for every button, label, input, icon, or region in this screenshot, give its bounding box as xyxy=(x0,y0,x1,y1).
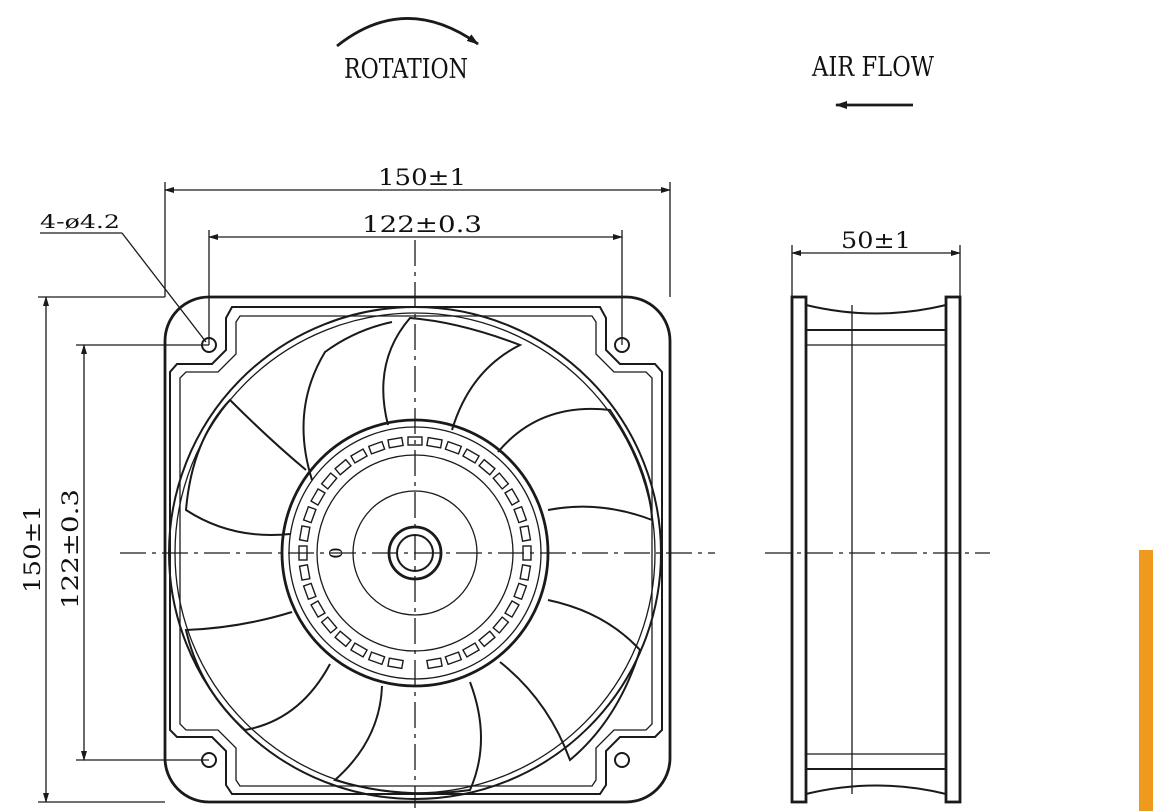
rotation-arrow-icon xyxy=(336,17,479,48)
accent-bar xyxy=(1139,550,1153,811)
hub-slot xyxy=(426,436,443,449)
hub-slot xyxy=(387,436,404,449)
hub-slot xyxy=(298,525,311,542)
hub-slot xyxy=(519,525,532,542)
hub-slot xyxy=(513,582,528,601)
frame-outline xyxy=(163,295,672,804)
airflow-label: AIR FLOW xyxy=(811,52,934,83)
dim-mount-holes-label: 4-ø4.2 xyxy=(40,211,120,233)
hub-slot xyxy=(310,599,326,619)
front-view: 0 150±1 122±0.3 4-ø4.2 150±1 122±0.3 xyxy=(21,166,715,808)
dim-overall-width-label: 150±1 xyxy=(378,166,466,191)
hub-slot xyxy=(513,505,528,524)
rotation-legend: ROTATION xyxy=(336,17,479,85)
rotation-label: ROTATION xyxy=(344,54,468,85)
hub-slot xyxy=(407,436,423,446)
hub-slot xyxy=(302,505,317,524)
hub-slot xyxy=(426,657,443,670)
hub-slot xyxy=(478,630,496,648)
hub-slot xyxy=(461,642,481,658)
hub-slots xyxy=(298,436,532,670)
fan-blades xyxy=(184,316,654,795)
hub-slot xyxy=(298,564,311,581)
hub-slot xyxy=(504,487,520,507)
dim-hole-spacing-height-label: 122±0.3 xyxy=(59,489,84,609)
hub-slot xyxy=(504,599,520,619)
hub-slot xyxy=(334,458,352,476)
hub-slot xyxy=(349,642,369,658)
hub-slot xyxy=(492,472,510,490)
hub-slot xyxy=(387,657,404,670)
hub-slot xyxy=(522,545,532,561)
hub-slot xyxy=(334,630,352,648)
hub-slot xyxy=(461,448,481,464)
hub-slot xyxy=(349,448,369,464)
mount-hole xyxy=(614,752,630,768)
airflow-legend: AIR FLOW xyxy=(811,52,934,109)
hub-slot xyxy=(367,440,386,455)
side-flange-left xyxy=(790,295,808,804)
hub-slot xyxy=(444,651,463,666)
hub-slot xyxy=(320,616,338,634)
side-flange-right xyxy=(944,295,962,804)
dim-hole-spacing-width-label: 122±0.3 xyxy=(362,213,482,238)
hub-slot xyxy=(519,564,532,581)
hub-slot xyxy=(478,458,496,476)
hub-slot xyxy=(320,472,338,490)
hub-slot xyxy=(444,440,463,455)
hub-slot xyxy=(302,582,317,601)
hub-slot xyxy=(367,651,386,666)
dim-overall-height-label: 150±1 xyxy=(21,505,46,593)
side-view: 50±1 xyxy=(765,229,990,804)
dim-depth-label: 50±1 xyxy=(841,229,911,254)
hub-slot xyxy=(310,487,326,507)
hub-slot xyxy=(492,616,510,634)
